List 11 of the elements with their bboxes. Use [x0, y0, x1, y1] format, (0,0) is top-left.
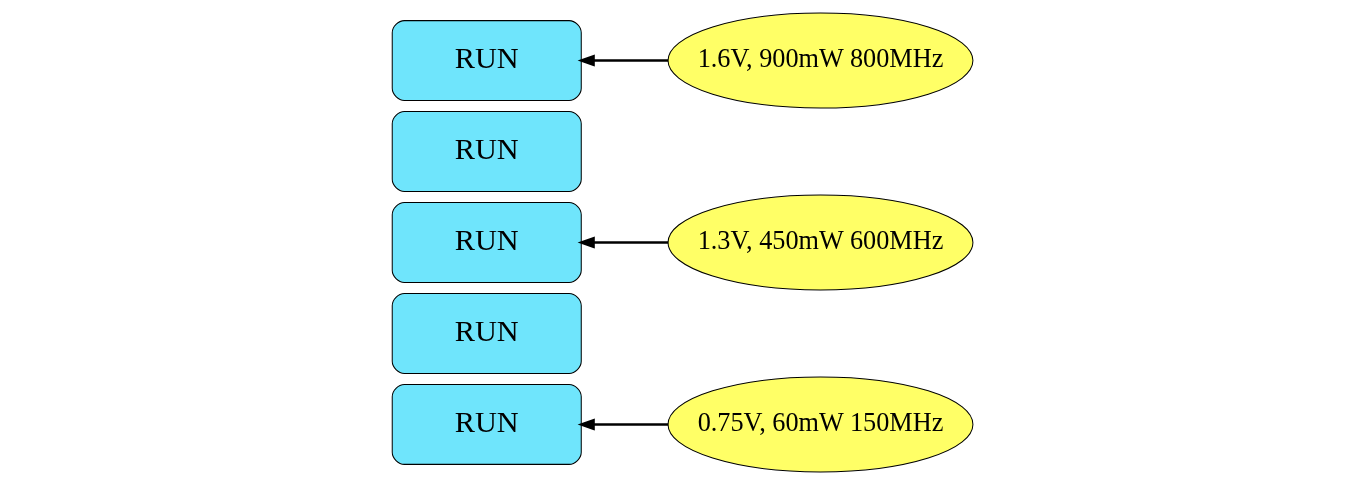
node-box: RUN: [391, 19, 582, 101]
node-box: RUN: [391, 292, 582, 374]
node-ellipse: 0.75V, 60mW 150MHz: [667, 375, 973, 472]
node-box: RUN: [391, 110, 582, 192]
node-box: RUN: [391, 201, 582, 283]
arrow: [577, 417, 668, 430]
node-ellipse: 1.3V, 450mW 600MHz: [667, 194, 973, 290]
arrow: [577, 235, 668, 249]
arrow: [577, 54, 668, 67]
node-ellipse: 1.6V, 900mW 800MHz: [667, 12, 973, 109]
node-box: RUN: [391, 383, 582, 465]
